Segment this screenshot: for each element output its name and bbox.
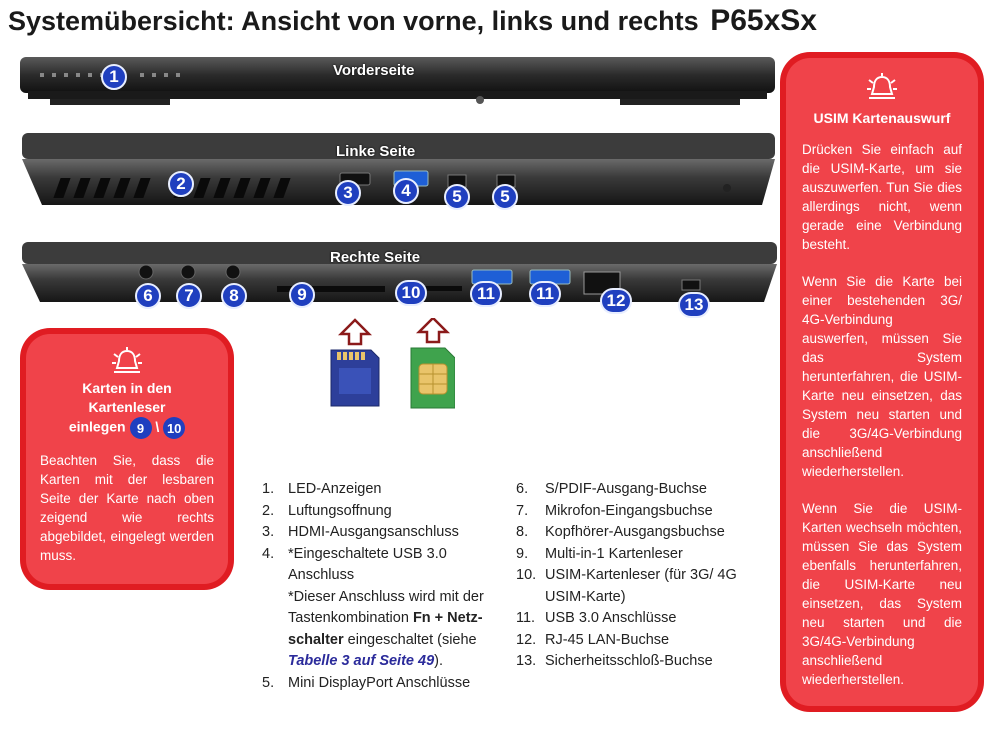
badge-3: 3 bbox=[335, 180, 361, 206]
right-view-label: Rechte Seite bbox=[330, 249, 421, 266]
legend-list-left: 1.LED-Anzeigen 2.Luftungsoffnung 3.HDMI-… bbox=[262, 479, 512, 694]
badge-7: 7 bbox=[176, 283, 202, 309]
badge-2: 2 bbox=[168, 171, 194, 197]
usim-callout-body: Drücken Sie einfach auf die USIM-Karte, … bbox=[802, 140, 962, 689]
badge-4: 4 bbox=[393, 178, 419, 204]
usim-callout-title: USIM Kartenauswurf bbox=[813, 110, 951, 126]
model-name: P65xSx bbox=[710, 4, 817, 37]
badge-13: 13 bbox=[678, 292, 710, 318]
up-arrow-icon-2 bbox=[415, 318, 451, 344]
badge-11a: 11 bbox=[470, 281, 502, 307]
usim-paragraph-3: Wenn Sie die USIM-Karten wechseln möchte… bbox=[802, 501, 962, 687]
usim-paragraph-2: Wenn Sie die Karte bei einer bestehenden… bbox=[802, 274, 962, 479]
badge-10: 10 bbox=[395, 280, 427, 306]
badge-11b: 11 bbox=[529, 281, 561, 307]
front-view-image bbox=[20, 57, 775, 105]
list-item: 5.Mini DisplayPort Anschlüsse bbox=[262, 674, 471, 691]
card-callout-body: Beachten Sie, dass die Karten mit der le… bbox=[40, 453, 214, 563]
badge-5a: 5 bbox=[444, 184, 470, 210]
list-item: 3.HDMI-Ausgangsanschluss bbox=[262, 524, 459, 540]
sim-card-icon bbox=[410, 347, 455, 409]
up-arrow-icon bbox=[337, 318, 373, 346]
alarm-icon bbox=[40, 346, 214, 379]
card-reader-callout: Karten in den Kartenleser einlegen 9 \ 1… bbox=[20, 328, 234, 590]
list-item: 12.RJ-45 LAN-Buchse bbox=[516, 631, 670, 648]
list-item: 9.Multi-in-1 Kartenleser bbox=[516, 545, 683, 562]
left-view-label: Linke Seite bbox=[336, 143, 416, 160]
front-view-label: Vorderseite bbox=[333, 62, 415, 79]
list-item: 6.S/PDIF-Ausgang-Buchse bbox=[516, 481, 707, 497]
list-item: 4.*Eingeschaltete USB 3.0 Anschluss bbox=[262, 545, 447, 584]
badge-8: 8 bbox=[221, 283, 247, 309]
usim-paragraph-1: Drücken Sie einfach auf die USIM-Karte, … bbox=[802, 142, 962, 252]
list-item: 2.Luftungsoffnung bbox=[262, 502, 392, 519]
badge-9: 9 bbox=[289, 282, 315, 308]
list-item: 8.Kopfhörer-Ausgangsbuchse bbox=[516, 524, 725, 540]
table-link[interactable]: Tabelle 3 auf Seite 49 bbox=[288, 653, 435, 669]
list-item-note: *Dieser Anschluss wird mit der Tastenkom… bbox=[288, 588, 484, 670]
usim-callout: USIM Kartenauswurf Drücken Sie einfach a… bbox=[780, 52, 984, 712]
list-item: 1.LED-Anzeigen bbox=[262, 481, 382, 497]
sd-card-icon bbox=[330, 349, 380, 407]
front-view: Vorderseite bbox=[20, 55, 775, 107]
alarm-icon-2 bbox=[802, 72, 962, 105]
card-callout-title: Karten in den Kartenleser einlegen 9 \ 1… bbox=[40, 379, 214, 439]
card-illustrations bbox=[330, 318, 455, 409]
badge-12: 12 bbox=[600, 288, 632, 314]
list-item: 13.Sicherheitsschloß-Buchse bbox=[516, 653, 713, 669]
callout-badge-10: 10 bbox=[163, 417, 186, 439]
badge-6: 6 bbox=[135, 283, 161, 309]
legend-list-right: 6.S/PDIF-Ausgang-Buchse 7.Mikrofon-Einga… bbox=[516, 479, 766, 673]
page-title: Systemübersicht: Ansicht von vorne, link… bbox=[8, 4, 817, 38]
list-item: 10.USIM-Kartenleser (für 3G/ 4G USIM-Kar… bbox=[516, 567, 737, 605]
title-main: Systemübersicht: Ansicht von vorne, link… bbox=[8, 6, 699, 36]
list-item: 11.USB 3.0 Anschlüsse bbox=[516, 610, 677, 626]
list-item: 7.Mikrofon-Eingangsbuchse bbox=[516, 502, 713, 519]
badge-5b: 5 bbox=[492, 184, 518, 210]
callout-badge-9: 9 bbox=[129, 417, 152, 439]
badge-1: 1 bbox=[101, 64, 127, 90]
